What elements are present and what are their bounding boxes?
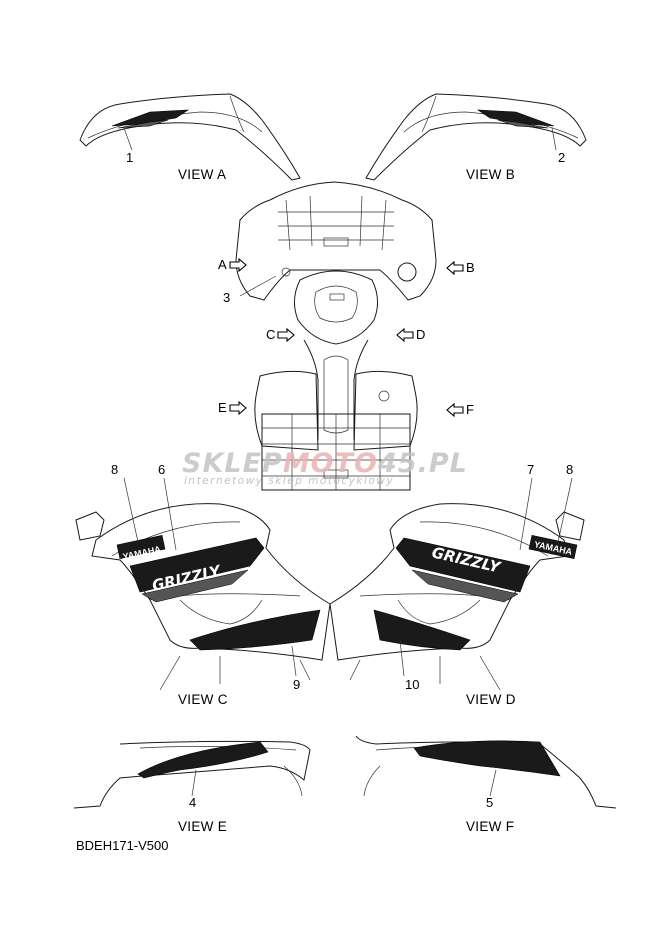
callout-7: 7 bbox=[527, 462, 535, 477]
view-arrow-b: B bbox=[446, 260, 475, 275]
front-fender-left-view-a bbox=[79, 93, 301, 181]
view-arrow-c-letter: C bbox=[266, 327, 276, 342]
view-e-label: VIEW E bbox=[178, 819, 228, 834]
watermark-logo-part2: MOTO bbox=[282, 448, 379, 479]
side-panel-left-view-c bbox=[75, 477, 331, 691]
view-a-label: VIEW A bbox=[178, 167, 227, 182]
view-arrow-a-letter: A bbox=[218, 257, 227, 272]
view-arrow-d: D bbox=[396, 327, 425, 342]
view-arrow-b-letter: B bbox=[466, 260, 475, 275]
right-arrow-icon bbox=[277, 327, 296, 342]
atv-top-view bbox=[235, 181, 437, 491]
left-arrow-icon bbox=[396, 327, 414, 342]
view-arrow-f-letter: F bbox=[466, 402, 474, 417]
view-f-label: VIEW F bbox=[466, 819, 515, 834]
right-arrow-icon bbox=[229, 400, 247, 415]
callout-8-right: 8 bbox=[566, 462, 574, 477]
view-c-label: VIEW C bbox=[178, 692, 228, 707]
view-arrow-e: E bbox=[218, 400, 247, 415]
watermark-logo: SKLEPMOTO45.PL bbox=[182, 448, 468, 479]
front-fender-right-view-b bbox=[365, 93, 587, 181]
rear-fender-left-view-e bbox=[73, 740, 311, 809]
view-arrow-f: F bbox=[446, 402, 474, 417]
view-b-label: VIEW B bbox=[466, 167, 516, 182]
callout-8-left: 8 bbox=[111, 462, 119, 477]
callout-5: 5 bbox=[486, 795, 494, 810]
left-arrow-icon bbox=[446, 402, 464, 417]
right-arrow-icon bbox=[229, 257, 247, 272]
callout-9: 9 bbox=[293, 677, 301, 692]
view-arrow-c: C bbox=[266, 327, 296, 342]
view-arrow-d-letter: D bbox=[416, 327, 426, 342]
rear-fender-right-view-f bbox=[355, 735, 617, 809]
watermark-logo-part1: SKLEP bbox=[182, 448, 283, 479]
callout-6: 6 bbox=[158, 462, 166, 477]
callout-1: 1 bbox=[126, 150, 134, 165]
callout-3: 3 bbox=[223, 290, 231, 305]
watermark-tagline: internetowy sklep motocyklowy bbox=[184, 475, 395, 487]
watermark-logo-part3: 45.PL bbox=[378, 448, 468, 479]
side-panel-right-view-d bbox=[329, 477, 585, 691]
view-d-label: VIEW D bbox=[466, 692, 516, 707]
view-arrow-a: A bbox=[218, 257, 247, 272]
callout-2: 2 bbox=[558, 150, 566, 165]
callout-10: 10 bbox=[405, 677, 420, 692]
view-arrow-e-letter: E bbox=[218, 400, 227, 415]
diagram-code: BDEH171-V500 bbox=[76, 838, 169, 853]
callout-4: 4 bbox=[189, 795, 197, 810]
left-arrow-icon bbox=[446, 260, 464, 275]
shop-watermark: SKLEPMOTO45.PL internetowy sklep motocyk… bbox=[182, 448, 482, 496]
